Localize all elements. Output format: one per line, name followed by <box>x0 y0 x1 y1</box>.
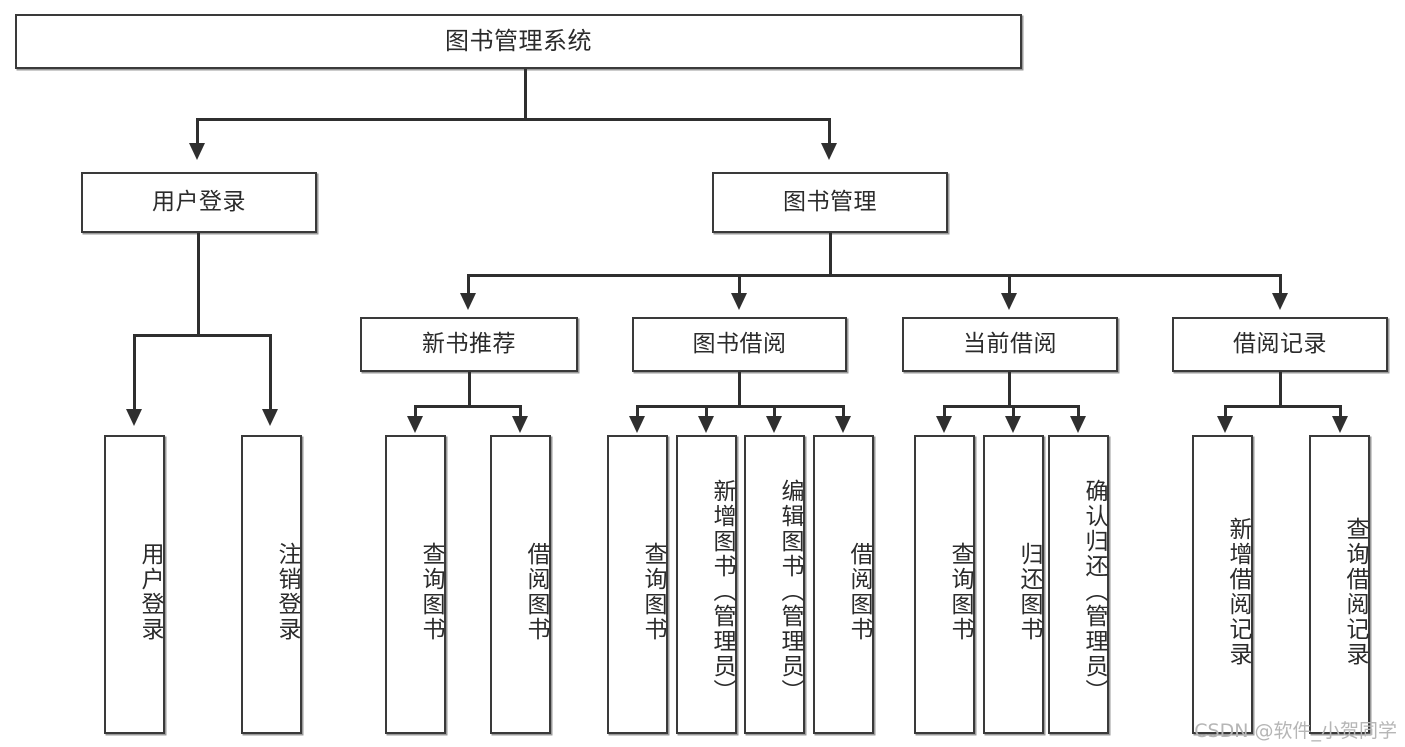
connector-book-manage-bus <box>467 274 1281 277</box>
node-label: 借阅图书 <box>846 541 872 642</box>
arrow-bb-leaf-3 <box>766 416 782 433</box>
node-label: 图书管理 <box>783 188 877 215</box>
connector-br-drop-1 <box>1224 405 1227 417</box>
node-new-book-recommend[interactable]: 新书推荐 <box>360 317 578 372</box>
node-current-borrow[interactable]: 当前借阅 <box>902 317 1118 372</box>
connector-nbr-stem <box>468 372 471 406</box>
connector-br-drop-2 <box>1339 405 1342 417</box>
connector-root-drop-right <box>828 118 831 144</box>
connector-user-login-drop-1 <box>133 334 136 410</box>
node-user-login[interactable]: 用户登录 <box>81 172 317 233</box>
connector-nbr-bus <box>414 405 522 408</box>
node-label: 新增图书（管理员） <box>709 479 735 704</box>
node-label: 借阅图书 <box>523 541 549 642</box>
connector-cb-bus <box>943 405 1079 408</box>
leaf-nbr-borrow-book[interactable]: 借阅图书 <box>490 435 551 734</box>
leaf-cb-return-book[interactable]: 归还图书 <box>983 435 1044 734</box>
leaf-br-add-record[interactable]: 新增借阅记录 <box>1192 435 1253 734</box>
arrow-cb-leaf-1 <box>936 416 952 433</box>
connector-bb-drop-3 <box>773 405 776 417</box>
connector-bb-drop-2 <box>705 405 708 417</box>
node-label: 新增借阅记录 <box>1225 516 1251 667</box>
connector-bm-drop-4 <box>1279 274 1282 294</box>
leaf-bb-borrow-book[interactable]: 借阅图书 <box>813 435 874 734</box>
leaf-bb-query-book[interactable]: 查询图书 <box>607 435 668 734</box>
connector-user-login-stem <box>197 233 200 335</box>
arrow-bb-leaf-1 <box>629 416 645 433</box>
connector-br-bus <box>1224 405 1342 408</box>
leaf-cb-confirm-return[interactable]: 确认归还（管理员） <box>1048 435 1109 734</box>
arrow-to-current-borrow <box>1001 293 1017 310</box>
connector-cb-drop-1 <box>943 405 946 417</box>
node-borrow-record[interactable]: 借阅记录 <box>1172 317 1388 372</box>
node-book-borrow[interactable]: 图书借阅 <box>632 317 847 372</box>
arrow-to-borrow-record <box>1272 293 1288 310</box>
connector-root-bus <box>196 118 831 121</box>
leaf-bb-add-book[interactable]: 新增图书（管理员） <box>676 435 737 734</box>
node-label: 用户登录 <box>137 541 163 642</box>
arrow-to-new-book <box>460 293 476 310</box>
connector-cb-drop-3 <box>1077 405 1080 417</box>
node-label: 确认归还（管理员） <box>1081 479 1107 704</box>
arrow-to-leaf-user-login <box>126 409 142 426</box>
node-label: 新书推荐 <box>422 330 516 357</box>
connector-root-stem <box>524 69 527 119</box>
node-label: 图书借阅 <box>692 330 787 357</box>
arrow-cb-leaf-2 <box>1005 416 1021 433</box>
node-label: 当前借阅 <box>963 330 1057 357</box>
leaf-cb-query-book[interactable]: 查询图书 <box>914 435 975 734</box>
arrow-bb-leaf-4 <box>835 416 851 433</box>
connector-bb-stem <box>738 372 741 406</box>
arrow-br-leaf-2 <box>1332 416 1348 433</box>
arrow-br-leaf-1 <box>1217 416 1233 433</box>
connector-book-manage-stem <box>829 233 832 275</box>
arrow-nbr-leaf-1 <box>407 416 423 433</box>
arrow-cb-leaf-3 <box>1070 416 1086 433</box>
node-label: 查询借阅记录 <box>1342 516 1368 667</box>
connector-bb-bus <box>636 405 844 408</box>
connector-cb-stem <box>1008 372 1011 406</box>
connector-root-drop-left <box>196 118 199 144</box>
arrow-nbr-leaf-2 <box>512 416 528 433</box>
node-label: 借阅记录 <box>1233 330 1327 357</box>
leaf-bb-edit-book[interactable]: 编辑图书（管理员） <box>744 435 805 734</box>
csdn-watermark: CSDN @软件_小贺同学 <box>1194 720 1397 742</box>
node-root-system[interactable]: 图书管理系统 <box>15 14 1022 69</box>
node-label: 编辑图书（管理员） <box>777 479 803 704</box>
connector-user-login-drop-2 <box>269 334 272 410</box>
node-label: 图书管理系统 <box>445 27 592 56</box>
arrow-bb-leaf-2 <box>698 416 714 433</box>
leaf-user-login[interactable]: 用户登录 <box>104 435 165 734</box>
node-label: 用户登录 <box>152 188 246 215</box>
connector-cb-drop-2 <box>1012 405 1015 417</box>
connector-br-stem <box>1279 372 1282 406</box>
node-book-manage[interactable]: 图书管理 <box>712 172 948 233</box>
arrow-to-user-login <box>189 143 205 160</box>
connector-bm-drop-3 <box>1008 274 1011 294</box>
connector-user-login-bus <box>133 334 271 337</box>
leaf-br-query-record[interactable]: 查询借阅记录 <box>1309 435 1370 734</box>
connector-nbr-drop-1 <box>414 405 417 417</box>
connector-nbr-drop-2 <box>519 405 522 417</box>
leaf-nbr-query-book[interactable]: 查询图书 <box>385 435 446 734</box>
arrow-to-leaf-logout <box>262 409 278 426</box>
node-label: 注销登录 <box>274 541 300 642</box>
connector-bm-drop-2 <box>738 274 741 294</box>
leaf-logout[interactable]: 注销登录 <box>241 435 302 734</box>
connector-bm-drop-1 <box>467 274 470 294</box>
connector-bb-drop-4 <box>842 405 845 417</box>
arrow-to-book-manage <box>821 143 837 160</box>
arrow-to-book-borrow <box>731 293 747 310</box>
node-label: 查询图书 <box>947 541 973 642</box>
connector-bb-drop-1 <box>636 405 639 417</box>
node-label: 查询图书 <box>418 541 444 642</box>
node-label: 归还图书 <box>1016 541 1042 642</box>
node-label: 查询图书 <box>640 541 666 642</box>
